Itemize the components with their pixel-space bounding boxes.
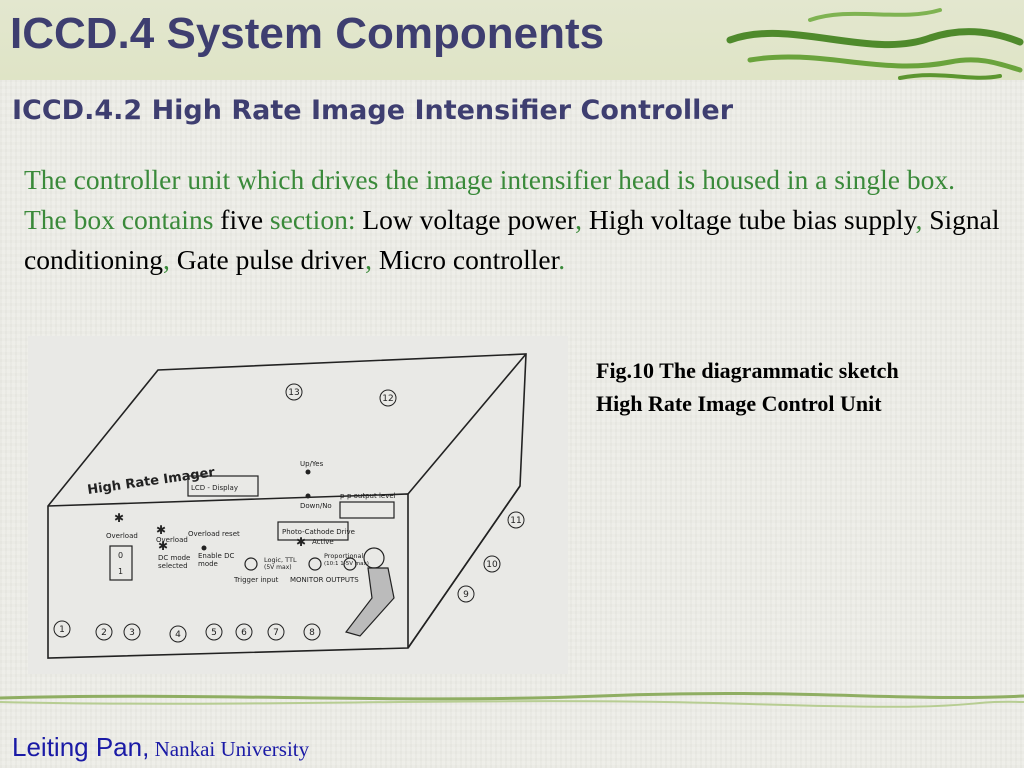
footer-author: Leiting Pan (12, 732, 143, 762)
callout-circle (169, 625, 187, 643)
callout-number: 3 (129, 628, 135, 638)
callout-circle (303, 623, 321, 641)
body-paragraph: The controller unit which drives the ima… (24, 160, 1004, 280)
body-text-black: Micro controller (371, 244, 559, 275)
body-text-black: High voltage tube bias supply (581, 204, 916, 235)
body-text-black: Low voltage power (355, 204, 576, 235)
callout-circle (53, 620, 71, 638)
body-text-green: section: (269, 204, 356, 235)
footer-divider-line (0, 691, 1024, 708)
callout-number: 7 (273, 628, 279, 638)
callout-number: 11 (510, 516, 521, 526)
callout-circle (95, 623, 113, 641)
mode-label: mode (198, 560, 218, 568)
callout-circle (235, 623, 253, 641)
body-text-black: Gate pulse driver (169, 244, 366, 275)
down-label: Down/No (300, 502, 332, 510)
overload-reset-label: Overload reset (188, 530, 240, 538)
callout-number: 13 (288, 388, 299, 398)
footer-affiliation: Nankai University (149, 737, 310, 761)
monitor-outputs-label: MONITOR OUTPUTS (290, 576, 359, 584)
footer: Leiting Pan, Nankai University (12, 732, 309, 763)
selected-label: selected (158, 562, 188, 570)
proportional-label: Proportional (324, 552, 364, 560)
callout-circle (379, 389, 397, 407)
callout-circle (483, 555, 501, 573)
lcd-label: LCD - Display (191, 484, 238, 492)
led-star-icon: ✱ (296, 535, 306, 549)
callout-circle (267, 623, 285, 641)
leaf-decoration-top-right (726, 8, 1024, 80)
callout-number: 9 (463, 590, 469, 600)
slide-subtitle: ICCD.4.2 High Rate Image Intensifier Con… (12, 95, 734, 126)
callout-number: 10 (486, 560, 498, 570)
callout-circle (123, 623, 141, 641)
device-name-label: High Rate Imager (86, 465, 216, 498)
up-label: Up/Yes (300, 460, 324, 468)
callout-number: 6 (241, 628, 247, 638)
body-text-black: Signal conditioning (24, 204, 1000, 275)
pp-output-label: p-p output level (340, 492, 396, 500)
trigger-input-label: Trigger input (233, 576, 279, 584)
callout-number: 4 (175, 630, 181, 640)
logic-sub-label: (5V max) (264, 564, 292, 571)
body-text-green: , (575, 204, 582, 235)
dc-mode-label: DC mode (158, 554, 190, 562)
led-star-icon: ✱ (114, 511, 124, 525)
logic-label: Logic, TTL (264, 556, 297, 564)
callout-circle (205, 623, 223, 641)
switch-on-label: 0 (118, 551, 123, 560)
proportional-sub-label: (10:1 1-5V max) (324, 561, 369, 567)
controller-diagram-image: ✱ ✱ ✱ ✱ High Rate Imager LCD - Display U… (28, 336, 568, 674)
slide-title: ICCD.4 System Components (10, 9, 605, 58)
active-label: Active (312, 538, 334, 546)
overload-label: Overload (106, 532, 138, 540)
photo-cathode-label: Photo-Cathode Drive (282, 528, 355, 536)
body-text-green: , (915, 204, 923, 235)
callout-number: 12 (382, 394, 393, 404)
callout-number: 1 (59, 625, 65, 635)
callout-number: 2 (101, 628, 107, 638)
body-text-green: , (163, 244, 170, 275)
callout-number: 8 (309, 628, 315, 638)
callout-circle (285, 383, 303, 401)
body-text-green: The controller unit which drives the ima… (24, 164, 955, 235)
led-star-icon: ✱ (158, 539, 168, 553)
body-text-green: . (558, 244, 566, 275)
callout-number: 5 (211, 628, 217, 638)
callout-circle (507, 511, 525, 529)
callout-circle (457, 585, 475, 603)
body-text-green: , (365, 244, 372, 275)
footer-separator: , (142, 732, 150, 762)
overload2-label: Overload (156, 536, 188, 544)
figure-caption: Fig.10 The diagrammatic sketch High Rate… (596, 358, 899, 416)
enable-dc-label: Enable DC (198, 552, 234, 560)
led-star-icon: ✱ (156, 523, 166, 537)
body-text-black: five (213, 204, 270, 235)
switch-off-label: 1 (118, 567, 123, 576)
